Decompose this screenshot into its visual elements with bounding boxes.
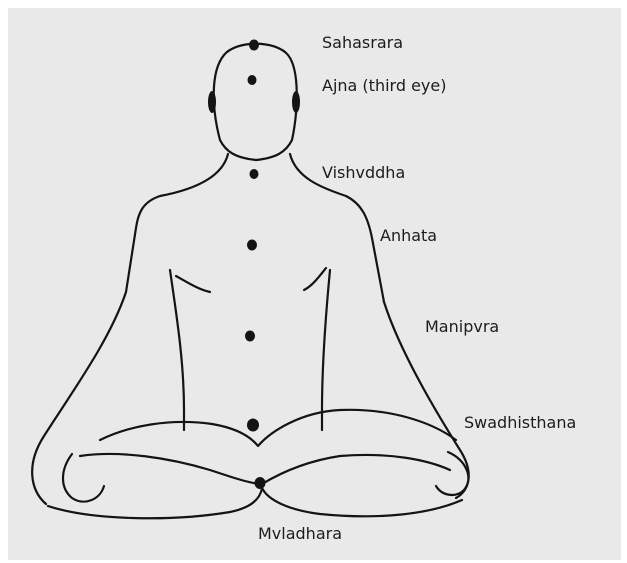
manipura-point (245, 331, 255, 342)
label-sahasrara: Sahasrara (322, 35, 403, 51)
paper-background (8, 8, 621, 560)
label-swadhisthana: Swadhisthana (464, 415, 576, 431)
ajna-point (248, 75, 257, 85)
label-anahata: Anhata (380, 228, 437, 244)
muladhara-point (255, 477, 266, 489)
label-muladhara: Mvladhara (258, 526, 342, 542)
sahasrara-point (249, 40, 259, 51)
left-ear (208, 91, 216, 113)
label-vishuddha: Vishvddha (322, 165, 405, 181)
vishuddha-point (250, 169, 259, 179)
right-ear (292, 91, 300, 113)
label-manipura: Manipvra (425, 319, 499, 335)
label-ajna: Ajna (third eye) (322, 78, 446, 94)
swadhisthana-point (247, 419, 259, 432)
anahata-point (247, 240, 257, 251)
